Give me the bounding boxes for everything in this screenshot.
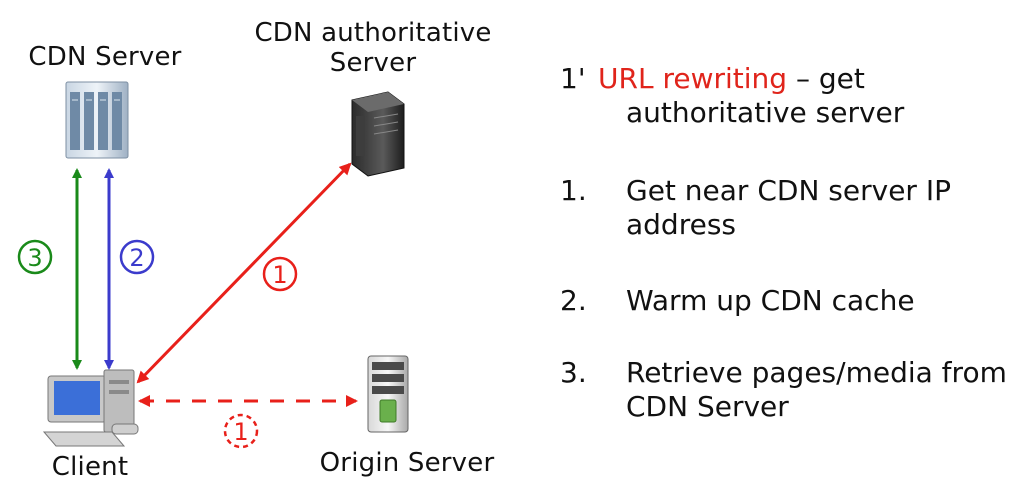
step-3-line2: CDN Server bbox=[626, 390, 789, 423]
step-1-line1: Get near CDN server IP bbox=[626, 174, 951, 207]
client-computer-icon bbox=[42, 369, 139, 447]
cdn-authoritative-server-icon bbox=[351, 91, 405, 177]
step-prime-number: 1' bbox=[560, 62, 586, 95]
badge-step-3: 3 bbox=[17, 239, 53, 275]
client-label: Client bbox=[51, 452, 129, 482]
cdn-server-label: CDN Server bbox=[28, 42, 182, 72]
svg-text:1: 1 bbox=[233, 418, 248, 446]
svg-text:2: 2 bbox=[129, 244, 144, 272]
badge-step-1-dashed: 1 bbox=[223, 413, 259, 449]
step-prime-rest-line2: authoritative server bbox=[626, 96, 905, 129]
origin-server-icon bbox=[367, 355, 409, 433]
step-1-number: 1. bbox=[560, 174, 587, 207]
svg-text:1: 1 bbox=[272, 261, 287, 289]
svg-text:3: 3 bbox=[27, 244, 42, 272]
badge-step-1-solid: 1 bbox=[262, 256, 298, 292]
cdn-server-icon bbox=[65, 81, 129, 159]
cdn-authoritative-label-line1: CDN authoritative bbox=[254, 18, 492, 48]
step-2-number: 2. bbox=[560, 284, 587, 317]
step-3-line1: Retrieve pages/media from bbox=[626, 356, 1007, 389]
step-1-line2: address bbox=[626, 208, 737, 241]
url-rewriting-highlight: URL rewriting bbox=[598, 62, 788, 95]
step-prime-rest-line1: – get bbox=[787, 62, 865, 95]
cdn-diagram: 3 2 1 1 bbox=[17, 81, 409, 449]
step-3-number: 3. bbox=[560, 356, 587, 389]
step-2-line1: Warm up CDN cache bbox=[626, 284, 915, 317]
step-3-text: Retrieve pages/media from CDN Server bbox=[626, 356, 1026, 424]
step-1-text: Get near CDN server IP address bbox=[626, 174, 1026, 242]
arrow-step-1-solid bbox=[136, 162, 352, 384]
cdn-authoritative-label-line2: Server bbox=[329, 48, 417, 78]
cdn-authoritative-server-label: CDN authoritative Server bbox=[238, 18, 508, 78]
step-2-text: Warm up CDN cache bbox=[626, 284, 1026, 318]
badge-step-2: 2 bbox=[119, 239, 155, 275]
origin-server-label: Origin Server bbox=[319, 448, 495, 478]
